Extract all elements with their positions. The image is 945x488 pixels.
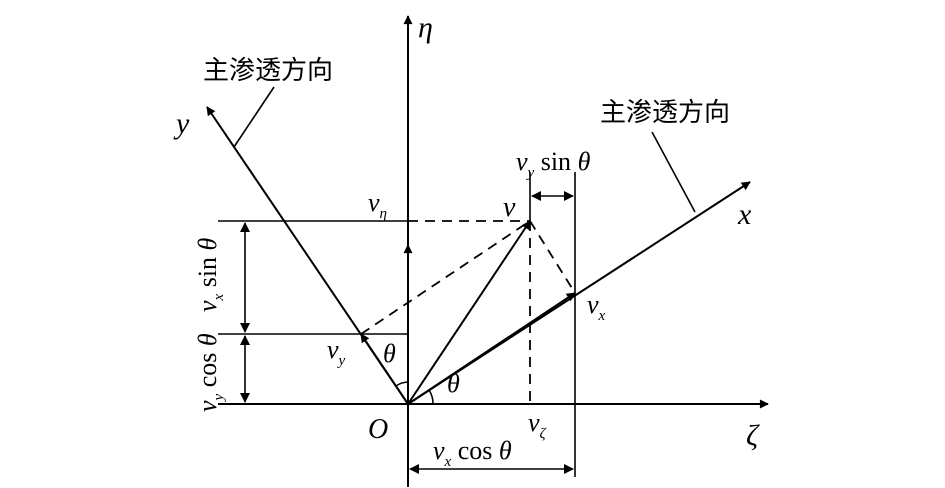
v-eta-label: vη xyxy=(368,188,387,222)
theta-label-upper: θ xyxy=(383,339,396,368)
v-label: v xyxy=(503,192,516,223)
v-x-vector xyxy=(407,292,576,405)
v-vector xyxy=(407,220,531,405)
y-axis-label: y xyxy=(173,107,190,140)
zeta-axis-label: ζ xyxy=(746,419,760,452)
v-x-label: vx xyxy=(587,290,606,324)
leader-left xyxy=(233,86,275,148)
main-direction-label-left: 主渗透方向 xyxy=(203,56,333,86)
origin-label: O xyxy=(368,414,388,445)
vy-sin-theta-label: vy sin θ xyxy=(516,147,591,181)
x-axis-label: x xyxy=(737,198,752,231)
main-direction-label-right: 主渗透方向 xyxy=(600,98,730,128)
vx-sin-theta-label-group: vx sin θ xyxy=(193,237,227,312)
eta-axis-label: η xyxy=(418,11,433,44)
leader-right xyxy=(651,131,696,213)
dash-vy-to-v xyxy=(360,220,531,335)
theta-label-lower: θ xyxy=(447,369,460,398)
angle-arc-y xyxy=(395,381,409,387)
v-zeta-label: vζ xyxy=(528,408,547,442)
vx-cos-theta-label: vx cos θ xyxy=(433,436,512,470)
dash-v-to-vx xyxy=(529,220,576,294)
vy-cos-theta-label: vy cos θ xyxy=(193,333,227,412)
v-y-vector xyxy=(360,333,409,405)
angle-arc-x xyxy=(428,389,434,405)
vx-sin-theta-label: vx sin θ xyxy=(193,237,227,312)
v-y-label: vy xyxy=(327,335,346,369)
vy-cos-theta-label-group: vy cos θ xyxy=(193,333,227,412)
